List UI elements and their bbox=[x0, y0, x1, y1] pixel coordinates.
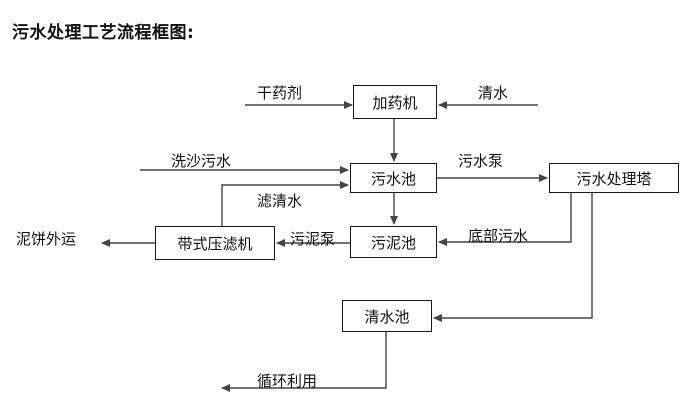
node-label: 清水池 bbox=[364, 307, 410, 326]
node-label: 加药机 bbox=[372, 93, 418, 112]
edge-tower-to-clean-line bbox=[433, 193, 593, 322]
node-belt-filter-press[interactable]: 带式压滤机 bbox=[155, 226, 275, 260]
edge-label-filtrate-water: 滤清水 bbox=[257, 192, 303, 210]
node-dosing-machine[interactable]: 加药机 bbox=[353, 85, 437, 119]
edge-label-sand-wash-water: 洗沙污水 bbox=[171, 152, 232, 170]
node-sewage-pool[interactable]: 污水池 bbox=[350, 163, 437, 193]
node-label: 带式压滤机 bbox=[177, 234, 253, 253]
edge-bottom-sewage-line bbox=[438, 193, 572, 246]
node-label: 污泥池 bbox=[370, 233, 416, 252]
edge-label-sludge-pump: 污泥泵 bbox=[290, 230, 336, 248]
edge-label-bottom-sewage: 底部污水 bbox=[468, 227, 529, 245]
edge-filtrate-line bbox=[221, 181, 349, 226]
node-sludge-pool[interactable]: 污泥池 bbox=[350, 226, 437, 258]
edge-label-dry-agent: 干药剂 bbox=[257, 84, 303, 102]
terminal-label-mud-cake-out: 泥饼外运 bbox=[16, 230, 77, 248]
node-clean-water-pool[interactable]: 清水池 bbox=[342, 300, 432, 332]
node-label: 污水池 bbox=[370, 169, 416, 188]
node-label: 污水处理塔 bbox=[576, 169, 652, 188]
edge-label-recycle-use: 循环利用 bbox=[257, 372, 318, 390]
edge-label-sewage-pump: 污水泵 bbox=[458, 152, 504, 170]
page-title: 污水处理工艺流程框图: bbox=[12, 23, 195, 43]
edge-label-clean-water-in: 清水 bbox=[478, 84, 509, 102]
edge-recycle-line bbox=[221, 332, 387, 392]
node-treatment-tower[interactable]: 污水处理塔 bbox=[549, 163, 679, 193]
